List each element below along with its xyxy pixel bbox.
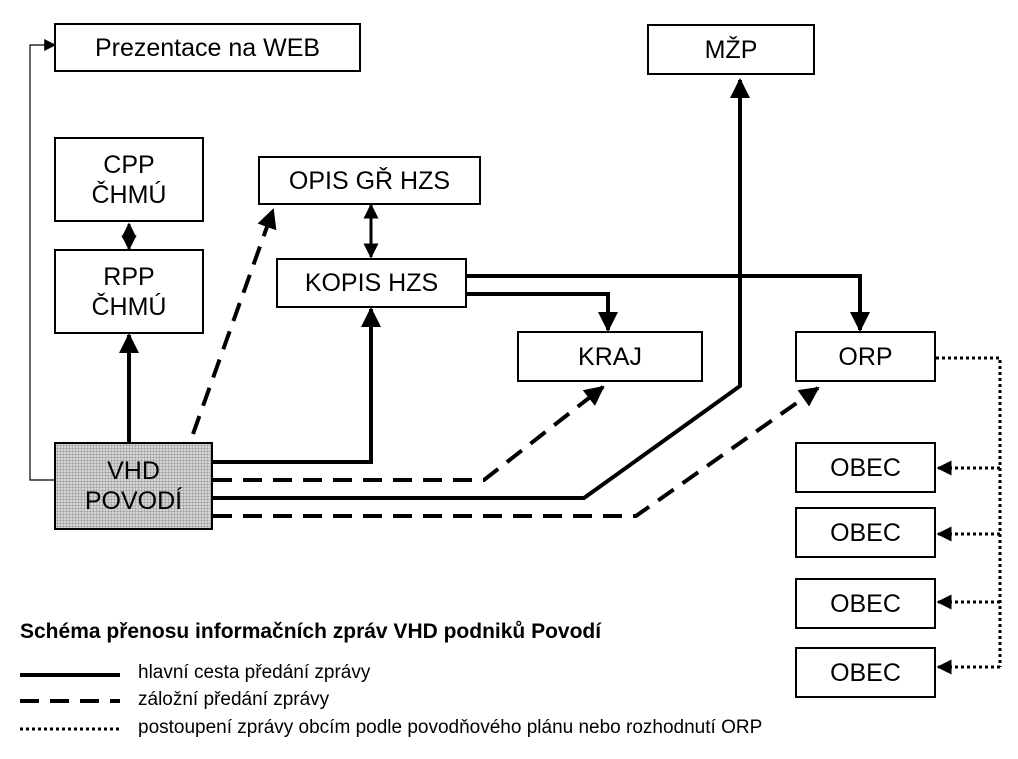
- line-vhd-opis-backup: [191, 208, 277, 435]
- node-web-presentation: Prezentace na WEB: [54, 23, 361, 72]
- node-rpp-chmu: RPP ČHMÚ: [54, 249, 204, 334]
- line-vhd-kopis: [213, 307, 381, 464]
- line-kopis-kraj: [467, 292, 618, 332]
- node-obec-3: OBEC: [795, 578, 936, 629]
- node-obec-4: OBEC: [795, 647, 936, 698]
- node-kraj: KRAJ: [517, 331, 703, 382]
- line-kopis-orp: [467, 274, 870, 332]
- diagram-title: Schéma přenosu informačních zpráv VHD po…: [20, 620, 602, 643]
- line-vhd-mzp: [213, 78, 750, 500]
- legend-label-dotted: postoupení zprávy obcím podle povodňovéh…: [138, 717, 763, 738]
- legend-label-solid: hlavní cesta předání zprávy: [138, 662, 371, 683]
- line-vhd-orp-backup: [213, 386, 820, 518]
- node-vhd-povodi: VHD POVODÍ: [54, 442, 213, 530]
- node-cpp-chmu: CPP ČHMÚ: [54, 137, 204, 222]
- line-vhd-kraj-backup: [213, 385, 605, 482]
- node-obec-1: OBEC: [795, 442, 936, 493]
- node-orp: ORP: [795, 331, 936, 382]
- line-orp-obec-dotted: [936, 356, 1002, 675]
- legend-label-dashed: záložní předání zprávy: [138, 689, 330, 710]
- node-obec-2: OBEC: [795, 507, 936, 558]
- node-kopis-hzs: KOPIS HZS: [276, 258, 467, 308]
- node-opis-gr-hzs: OPIS GŘ HZS: [258, 156, 481, 205]
- node-mzp: MŽP: [647, 24, 815, 75]
- line-vhd-web: [29, 39, 57, 481]
